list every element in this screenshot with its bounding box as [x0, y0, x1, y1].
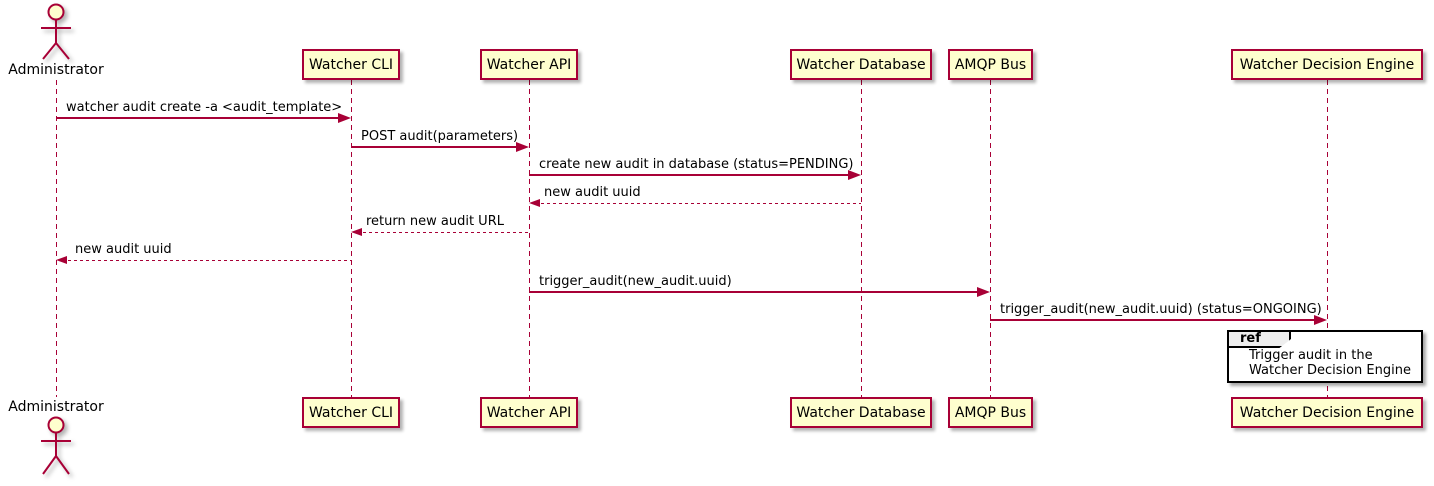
actor-icon	[41, 416, 71, 475]
participant-amqp-bus-top: AMQP Bus	[948, 49, 1033, 80]
lifeline-amqp-bus	[990, 80, 991, 397]
message-line	[535, 203, 861, 204]
message-label: new audit uuid	[544, 185, 641, 200]
participant-label: Watcher CLI	[308, 404, 394, 421]
lifeline-watcher-cli	[351, 80, 352, 397]
participant-amqp-bus-bottom: AMQP Bus	[948, 397, 1033, 428]
ref-text-line1: Trigger audit in the	[1249, 348, 1373, 363]
message-label: watcher audit create -a <audit_template>	[66, 100, 343, 115]
message-label: new audit uuid	[75, 242, 172, 257]
arrowhead-right-icon	[848, 170, 861, 180]
arrowhead-right-icon	[338, 113, 351, 123]
message-label: trigger_audit(new_audit.uuid)	[539, 274, 732, 289]
ref-keyword: ref	[1227, 330, 1291, 348]
participant-watcher-api-bottom: Watcher API	[480, 397, 578, 428]
lifeline-watcher-database	[861, 80, 862, 397]
ref-text-line2: Watcher Decision Engine	[1249, 363, 1411, 378]
message-line	[62, 260, 351, 261]
ref-text: Trigger audit in the Watcher Decision En…	[1249, 348, 1411, 378]
message-line	[990, 319, 1321, 321]
participant-label: AMQP Bus	[954, 404, 1027, 421]
participant-watcher-cli-top: Watcher CLI	[302, 49, 400, 80]
arrowhead-right-icon	[977, 287, 990, 297]
participant-label: Watcher Decision Engine	[1239, 404, 1415, 421]
ref-fragment: ref Trigger audit in the Watcher Decisio…	[1227, 330, 1423, 383]
participant-watcher-cli-bottom: Watcher CLI	[302, 397, 400, 428]
arrowhead-left-icon	[56, 256, 67, 264]
lifeline-administrator	[56, 80, 57, 397]
participant-label: Watcher Decision Engine	[1239, 56, 1415, 73]
participant-watcher-database-bottom: Watcher Database	[790, 397, 932, 428]
message-line	[357, 232, 529, 233]
lifeline-watcher-decision-engine	[1327, 80, 1328, 397]
actor-name-top: Administrator	[8, 62, 104, 78]
participant-label: Watcher Database	[796, 56, 926, 73]
arrowhead-left-icon	[351, 228, 362, 236]
actor-name-bottom: Administrator	[8, 399, 104, 415]
participant-watcher-database-top: Watcher Database	[790, 49, 932, 80]
message-line	[529, 291, 984, 293]
participant-label: Watcher CLI	[308, 56, 394, 73]
message-line	[56, 117, 345, 119]
arrowhead-left-icon	[529, 199, 540, 207]
participant-label: Watcher Database	[796, 404, 926, 421]
arrowhead-right-icon	[516, 142, 529, 152]
actor-icon	[41, 3, 71, 60]
participant-watcher-decision-engine-bottom: Watcher Decision Engine	[1231, 397, 1423, 428]
message-label: create new audit in database (status=PEN…	[539, 157, 854, 172]
participant-watcher-decision-engine-top: Watcher Decision Engine	[1231, 49, 1423, 80]
lifeline-watcher-api	[529, 80, 530, 397]
participant-watcher-api-top: Watcher API	[480, 49, 578, 80]
message-label: return new audit URL	[366, 214, 504, 229]
message-label: trigger_audit(new_audit.uuid) (status=ON…	[1000, 302, 1322, 317]
participant-label: Watcher API	[486, 404, 572, 421]
participant-label: Watcher API	[486, 56, 572, 73]
arrowhead-right-icon	[1314, 315, 1327, 325]
message-line	[351, 146, 523, 148]
message-label: POST audit(parameters)	[361, 129, 519, 144]
participant-label: AMQP Bus	[954, 56, 1027, 73]
message-line	[529, 174, 855, 176]
